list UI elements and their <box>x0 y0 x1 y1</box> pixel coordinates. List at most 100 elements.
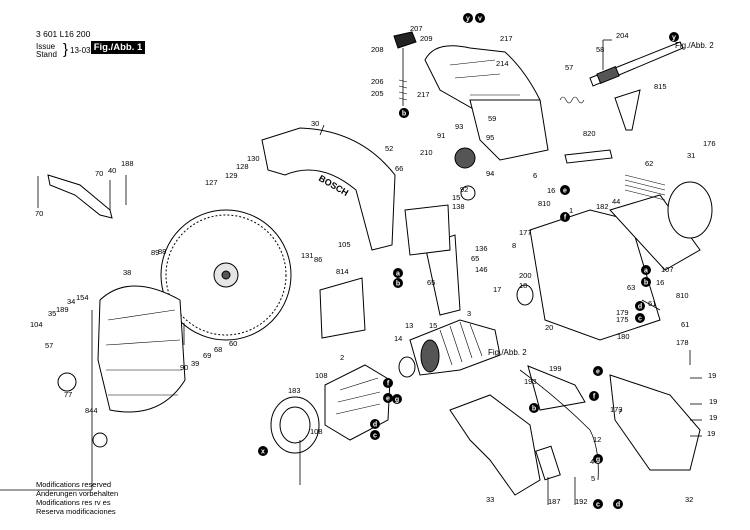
part-number-label: 810 <box>538 199 551 208</box>
callout-letter: d <box>373 422 377 429</box>
part-number-label: 94 <box>486 169 494 178</box>
gear-59 <box>454 147 476 169</box>
callout-circle <box>370 419 380 429</box>
part-number-label: 136 <box>475 244 488 253</box>
part-number-label: 88 <box>158 247 166 256</box>
part-number-label: 127 <box>205 178 218 187</box>
callout-circle <box>669 32 679 42</box>
upper-blade-guard <box>261 127 396 251</box>
stator <box>324 364 391 441</box>
part-number-label: 90 <box>180 363 188 372</box>
callout-circle <box>463 13 473 23</box>
part-number-label: 35 <box>48 309 56 318</box>
callout-letter: e <box>596 369 600 376</box>
part-number-label: 5 <box>591 474 595 483</box>
cross-ref-switch: Fig./Abb. 2 <box>488 348 527 357</box>
callout-circle <box>613 499 623 509</box>
part-number-label: 93 <box>455 122 463 131</box>
part-number-label: 62 <box>645 159 653 168</box>
part-number-label: 19 <box>707 429 715 438</box>
part-number-label: 208 <box>371 45 384 54</box>
part-number-label: 15 <box>429 321 437 330</box>
part-number-label: 86 <box>314 255 322 264</box>
callout-letter: f <box>387 381 390 388</box>
part-number-label: 13 <box>405 321 413 330</box>
callout-marker: f <box>589 391 599 401</box>
part-number-label: 34 <box>67 297 75 306</box>
part-number-label: 17 <box>493 285 501 294</box>
modification-notes: Modifications reserved Änderungen vorbeh… <box>36 480 118 516</box>
part-number-label: 59 <box>488 114 496 123</box>
part-number-label: 131 <box>301 251 314 260</box>
part-number-label: 33 <box>486 495 494 504</box>
part-number-label: 89 <box>151 248 159 257</box>
issue-label: Issue <box>36 42 56 51</box>
end-cap-31 <box>667 181 713 239</box>
part-number-label: 61 <box>681 320 689 329</box>
callout-marker: f <box>560 212 570 222</box>
bearing-13 <box>398 356 416 378</box>
callout-marker: g <box>392 394 402 404</box>
callout-circle <box>593 499 603 509</box>
gear-housing <box>469 99 549 161</box>
figure-label: Fig./Abb. 1 <box>91 41 145 54</box>
leader-lines <box>0 39 702 505</box>
part-number-label: 128 <box>236 162 249 171</box>
callout-letter: y <box>466 16 470 23</box>
part-number-label: 205 <box>371 89 384 98</box>
callout-circle <box>641 265 651 275</box>
callout-marker: b <box>529 403 539 413</box>
callout-letter: e <box>386 396 390 403</box>
callout-letter: b <box>396 281 400 288</box>
part-number-label: 138 <box>452 202 465 211</box>
part-number-label: 66 <box>395 164 403 173</box>
part-number-label: 69 <box>203 351 211 360</box>
part-number-label: 7 <box>618 407 622 416</box>
callout-marker: c <box>370 430 380 440</box>
part-number-label: 3 <box>467 309 471 318</box>
callout-circle <box>529 403 539 413</box>
part-number-label: 60 <box>229 339 237 348</box>
callout-circle <box>589 391 599 401</box>
callout-marker: e <box>383 393 393 403</box>
callout-letter: d <box>616 502 620 509</box>
part-number-label: 204 <box>616 31 629 40</box>
cross-ref-top-right: Fig./Abb. 2 <box>675 41 714 50</box>
part-number-label: 146 <box>475 265 488 274</box>
part-number-label: 176 <box>703 139 716 148</box>
motor-housing <box>529 209 661 341</box>
callout-letter: g <box>395 397 399 404</box>
part-number-label: 40 <box>108 166 116 175</box>
pin-820 <box>564 149 613 164</box>
part-shapes <box>37 31 713 496</box>
callout-circle <box>593 366 603 376</box>
callout-marker: e <box>593 366 603 376</box>
part-number-label: 188 <box>121 159 134 168</box>
part-number-label: 810 <box>676 291 689 300</box>
washer-92 <box>460 185 476 201</box>
part-number-label: 39 <box>191 359 199 368</box>
callout-markers: vyvefababcdefgxybcdbcdefg <box>258 13 679 509</box>
handle-grip-33 <box>449 394 541 496</box>
part-number-label: 6 <box>533 171 537 180</box>
callout-letter: f <box>593 394 596 401</box>
part-number-label: 8 <box>512 241 516 250</box>
part-number-label: 105 <box>338 240 351 249</box>
callout-letter: b <box>532 406 536 413</box>
part-number-label: 815 <box>654 82 667 91</box>
part-number-label: 844 <box>85 406 98 415</box>
part-number-label: 183 <box>288 386 301 395</box>
note-line: Änderungen vorbehalten <box>36 489 119 498</box>
part-number-label: 91 <box>437 131 445 140</box>
part-number-label: 210 <box>420 148 433 157</box>
callout-letter: y <box>672 35 676 42</box>
part-number-label: 65 <box>427 278 435 287</box>
lower-blade-guard <box>97 285 186 413</box>
part-number-label: 189 <box>56 305 69 314</box>
part-number-label: 77 <box>64 390 72 399</box>
handle-grip-32 <box>609 374 701 471</box>
callout-circle <box>635 313 645 323</box>
callout-marker: y <box>463 13 473 23</box>
part-number-label: 70 <box>95 169 103 178</box>
